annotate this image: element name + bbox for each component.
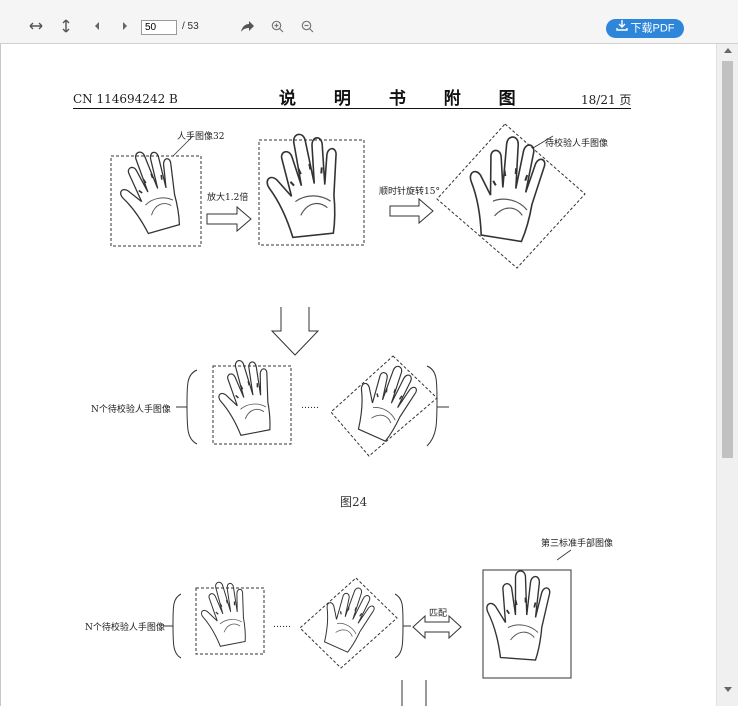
label-match: 匹配: [429, 609, 448, 619]
n-hands-group-2: [163, 576, 411, 669]
label-dots-2: ……: [273, 620, 291, 630]
down-arrow-partial: [401, 680, 427, 706]
download-pdf-button[interactable]: 下载PDF: [606, 19, 684, 38]
third-standard-hand-image: [482, 569, 572, 679]
n-hands-group-1: [176, 353, 449, 457]
scroll-up-arrow-icon[interactable]: [724, 48, 732, 53]
scroll-down-arrow-icon[interactable]: [724, 687, 732, 692]
leader-line: [556, 549, 572, 561]
fit-height-icon[interactable]: [61, 19, 71, 33]
label-n-verify-1: N个待校验人手图像: [91, 405, 171, 415]
right-arrow-2: [389, 197, 434, 225]
label-n-verify-2: N个待校验人手图像: [85, 623, 165, 633]
patent-figure-drawing: [108, 123, 586, 706]
page-indicator: 18/21 页: [581, 93, 632, 107]
fit-width-icon[interactable]: [29, 19, 43, 33]
right-arrow-1: [206, 205, 252, 233]
page-total: / 53: [182, 21, 199, 32]
down-arrow: [270, 307, 320, 356]
patent-number: CN 114694242 B: [73, 92, 178, 106]
leader-line: [172, 135, 194, 157]
document-viewer[interactable]: CN 114694242 B 说 明 书 附 图 18/21 页: [0, 44, 738, 706]
download-icon: [615, 19, 628, 38]
header-divider: [73, 108, 631, 109]
label-rotate: 顺时针旋转15°: [379, 187, 440, 197]
label-dots-1: ……: [301, 401, 319, 411]
double-arrow: [412, 614, 462, 640]
hand-image-32: [108, 142, 202, 247]
figure-caption: 图24: [340, 495, 368, 509]
label-to-verify: 待校验人手图像: [545, 139, 609, 149]
label-enlarge: 放大1.2倍: [207, 193, 249, 203]
vertical-scrollbar[interactable]: [716, 44, 738, 706]
zoom-out-icon[interactable]: [301, 20, 314, 33]
page-title: 说 明 书 附 图: [279, 89, 532, 109]
download-pdf-label: 下载PDF: [630, 22, 675, 35]
label-third-sample: 第三标准手部图像: [541, 539, 614, 549]
zoom-in-icon[interactable]: [271, 20, 284, 33]
leader-line: [532, 135, 554, 149]
page-number-input[interactable]: [141, 20, 177, 35]
enlarged-hand-image: [258, 127, 365, 246]
scrollbar-thumb[interactable]: [722, 61, 733, 458]
share-icon[interactable]: [240, 20, 255, 33]
next-page-icon[interactable]: [121, 21, 129, 31]
rotated-hand-image: [436, 123, 586, 269]
previous-page-icon[interactable]: [93, 21, 101, 31]
pdf-toolbar: / 53 下载PDF: [0, 0, 738, 44]
label-hand-image: 人手图像32: [177, 132, 225, 142]
